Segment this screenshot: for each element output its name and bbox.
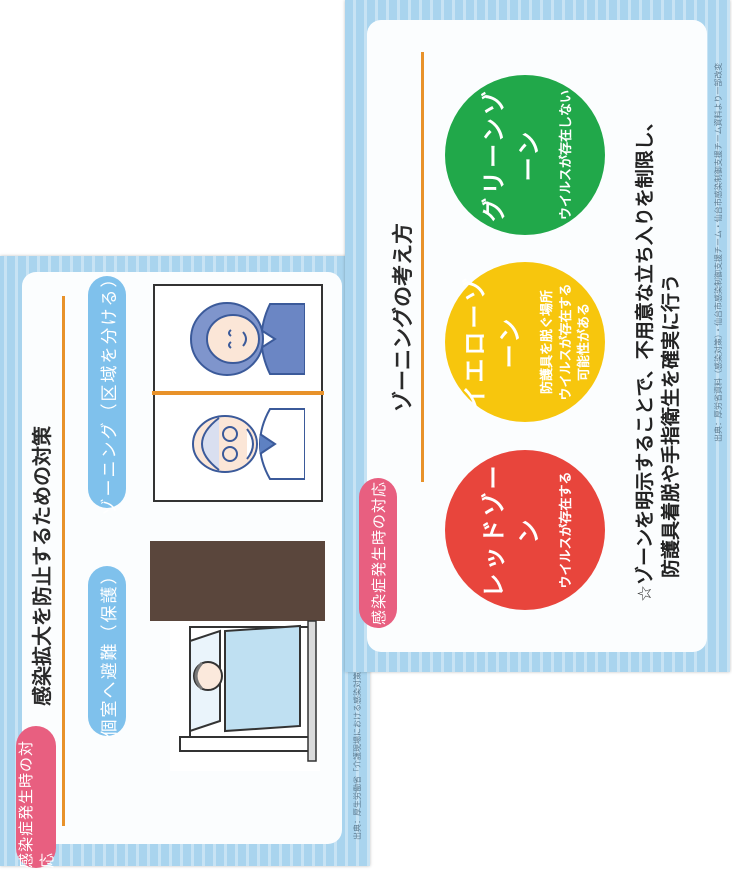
zone-yellow: イエローゾーン 防護具を脱ぐ場所 ウイルスが存在する 可能性がある: [445, 262, 605, 422]
zone-red-desc: ウイルスが存在する: [558, 472, 577, 589]
zone-red: レッドゾーン ウイルスが存在する: [445, 450, 605, 610]
slide-left: 感染症発生時の対応 感染拡大を防止するための対策 個室へ避難（保護） ゾーニング…: [0, 256, 370, 866]
zone-red-name: レッドゾーン: [474, 450, 544, 610]
zone-yellow-desc: 防護具を脱ぐ場所 ウイルスが存在する 可能性がある: [539, 284, 596, 401]
bed-patient-illustration: [150, 541, 325, 771]
conclusion-text: ☆ゾーンを明示することで、不用意な立ち入りを制限し、 防護具着脱や手指衛生を確実…: [633, 112, 684, 602]
title-rule: [62, 296, 65, 826]
elderly-woman-icon: [175, 294, 305, 384]
pill-zoning: ゾーニング（区域を分ける）: [88, 276, 126, 508]
zone-green-name: グリーンゾーン: [474, 75, 544, 235]
zone-green-desc: ウイルスが存在しない: [558, 90, 577, 220]
citation: 出典：厚労省資料（感染対策）・仙台市感染制御支援チーム・仙台市感染制御支援チーム…: [713, 63, 724, 442]
section-tag: 感染症発生時の対応: [16, 726, 56, 868]
zone-yellow-name: イエローゾーン: [455, 262, 525, 422]
conclusion-line-2: 防護具着脱や手指衛生を確実に行う: [659, 112, 685, 602]
conclusion-line-1: ☆ゾーンを明示することで、不用意な立ち入りを制限し、: [633, 112, 659, 602]
slide-title: 感染拡大を防止するための対策: [26, 426, 55, 706]
title-rule: [421, 52, 424, 482]
elderly-man-icon: [175, 399, 305, 489]
pill-isolation: 個室へ避難（保護）: [88, 566, 126, 736]
section-tag: 感染症発生時の対応: [359, 478, 397, 628]
slide-title: ゾーニングの考え方: [387, 223, 417, 412]
zone-green: グリーンゾーン ウイルスが存在しない: [445, 75, 605, 235]
slide-right: 感染症発生時の対応 ゾーニングの考え方 レッドゾーン ウイルスが存在する イエロ…: [345, 0, 730, 672]
